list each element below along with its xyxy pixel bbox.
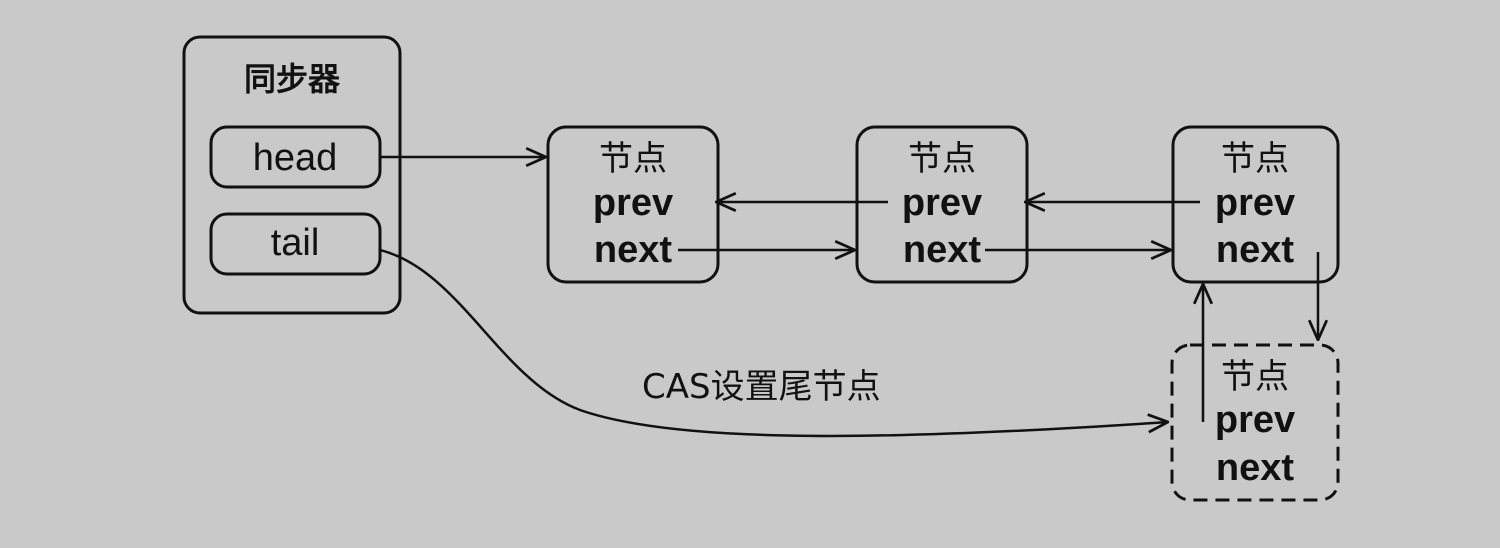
node-1-next: next (594, 229, 672, 271)
node-1: 节点 prev next (546, 125, 720, 284)
node-3-next: next (1216, 229, 1294, 271)
node-3-title: 节点 (1221, 139, 1289, 179)
node-4-new-tail: 节点 prev next (1170, 343, 1340, 502)
node-4-prev: prev (1215, 399, 1295, 441)
node-1-title: 节点 (599, 139, 667, 179)
node-4-next: next (1216, 447, 1294, 489)
cas-set-tail-label: CAS设置尾节点 (642, 367, 881, 407)
node-2: 节点 prev next (855, 125, 1029, 284)
node-3: 节点 prev next (1171, 125, 1340, 284)
head-field: head (209, 125, 382, 189)
node-2-prev: prev (902, 182, 982, 224)
tail-field: tail (209, 212, 382, 276)
head-label: head (253, 137, 338, 179)
node-1-prev: prev (593, 182, 673, 224)
node-2-title: 节点 (908, 139, 976, 179)
tail-to-node-4-cas-arrow (379, 248, 1168, 438)
tail-label: tail (271, 222, 320, 264)
synchronizer-title: 同步器 (244, 60, 341, 98)
node-3-prev: prev (1215, 182, 1295, 224)
node-4-title: 节点 (1221, 357, 1289, 397)
synchronizer-box: 同步器 head tail (182, 35, 402, 315)
node-2-next: next (903, 229, 981, 271)
